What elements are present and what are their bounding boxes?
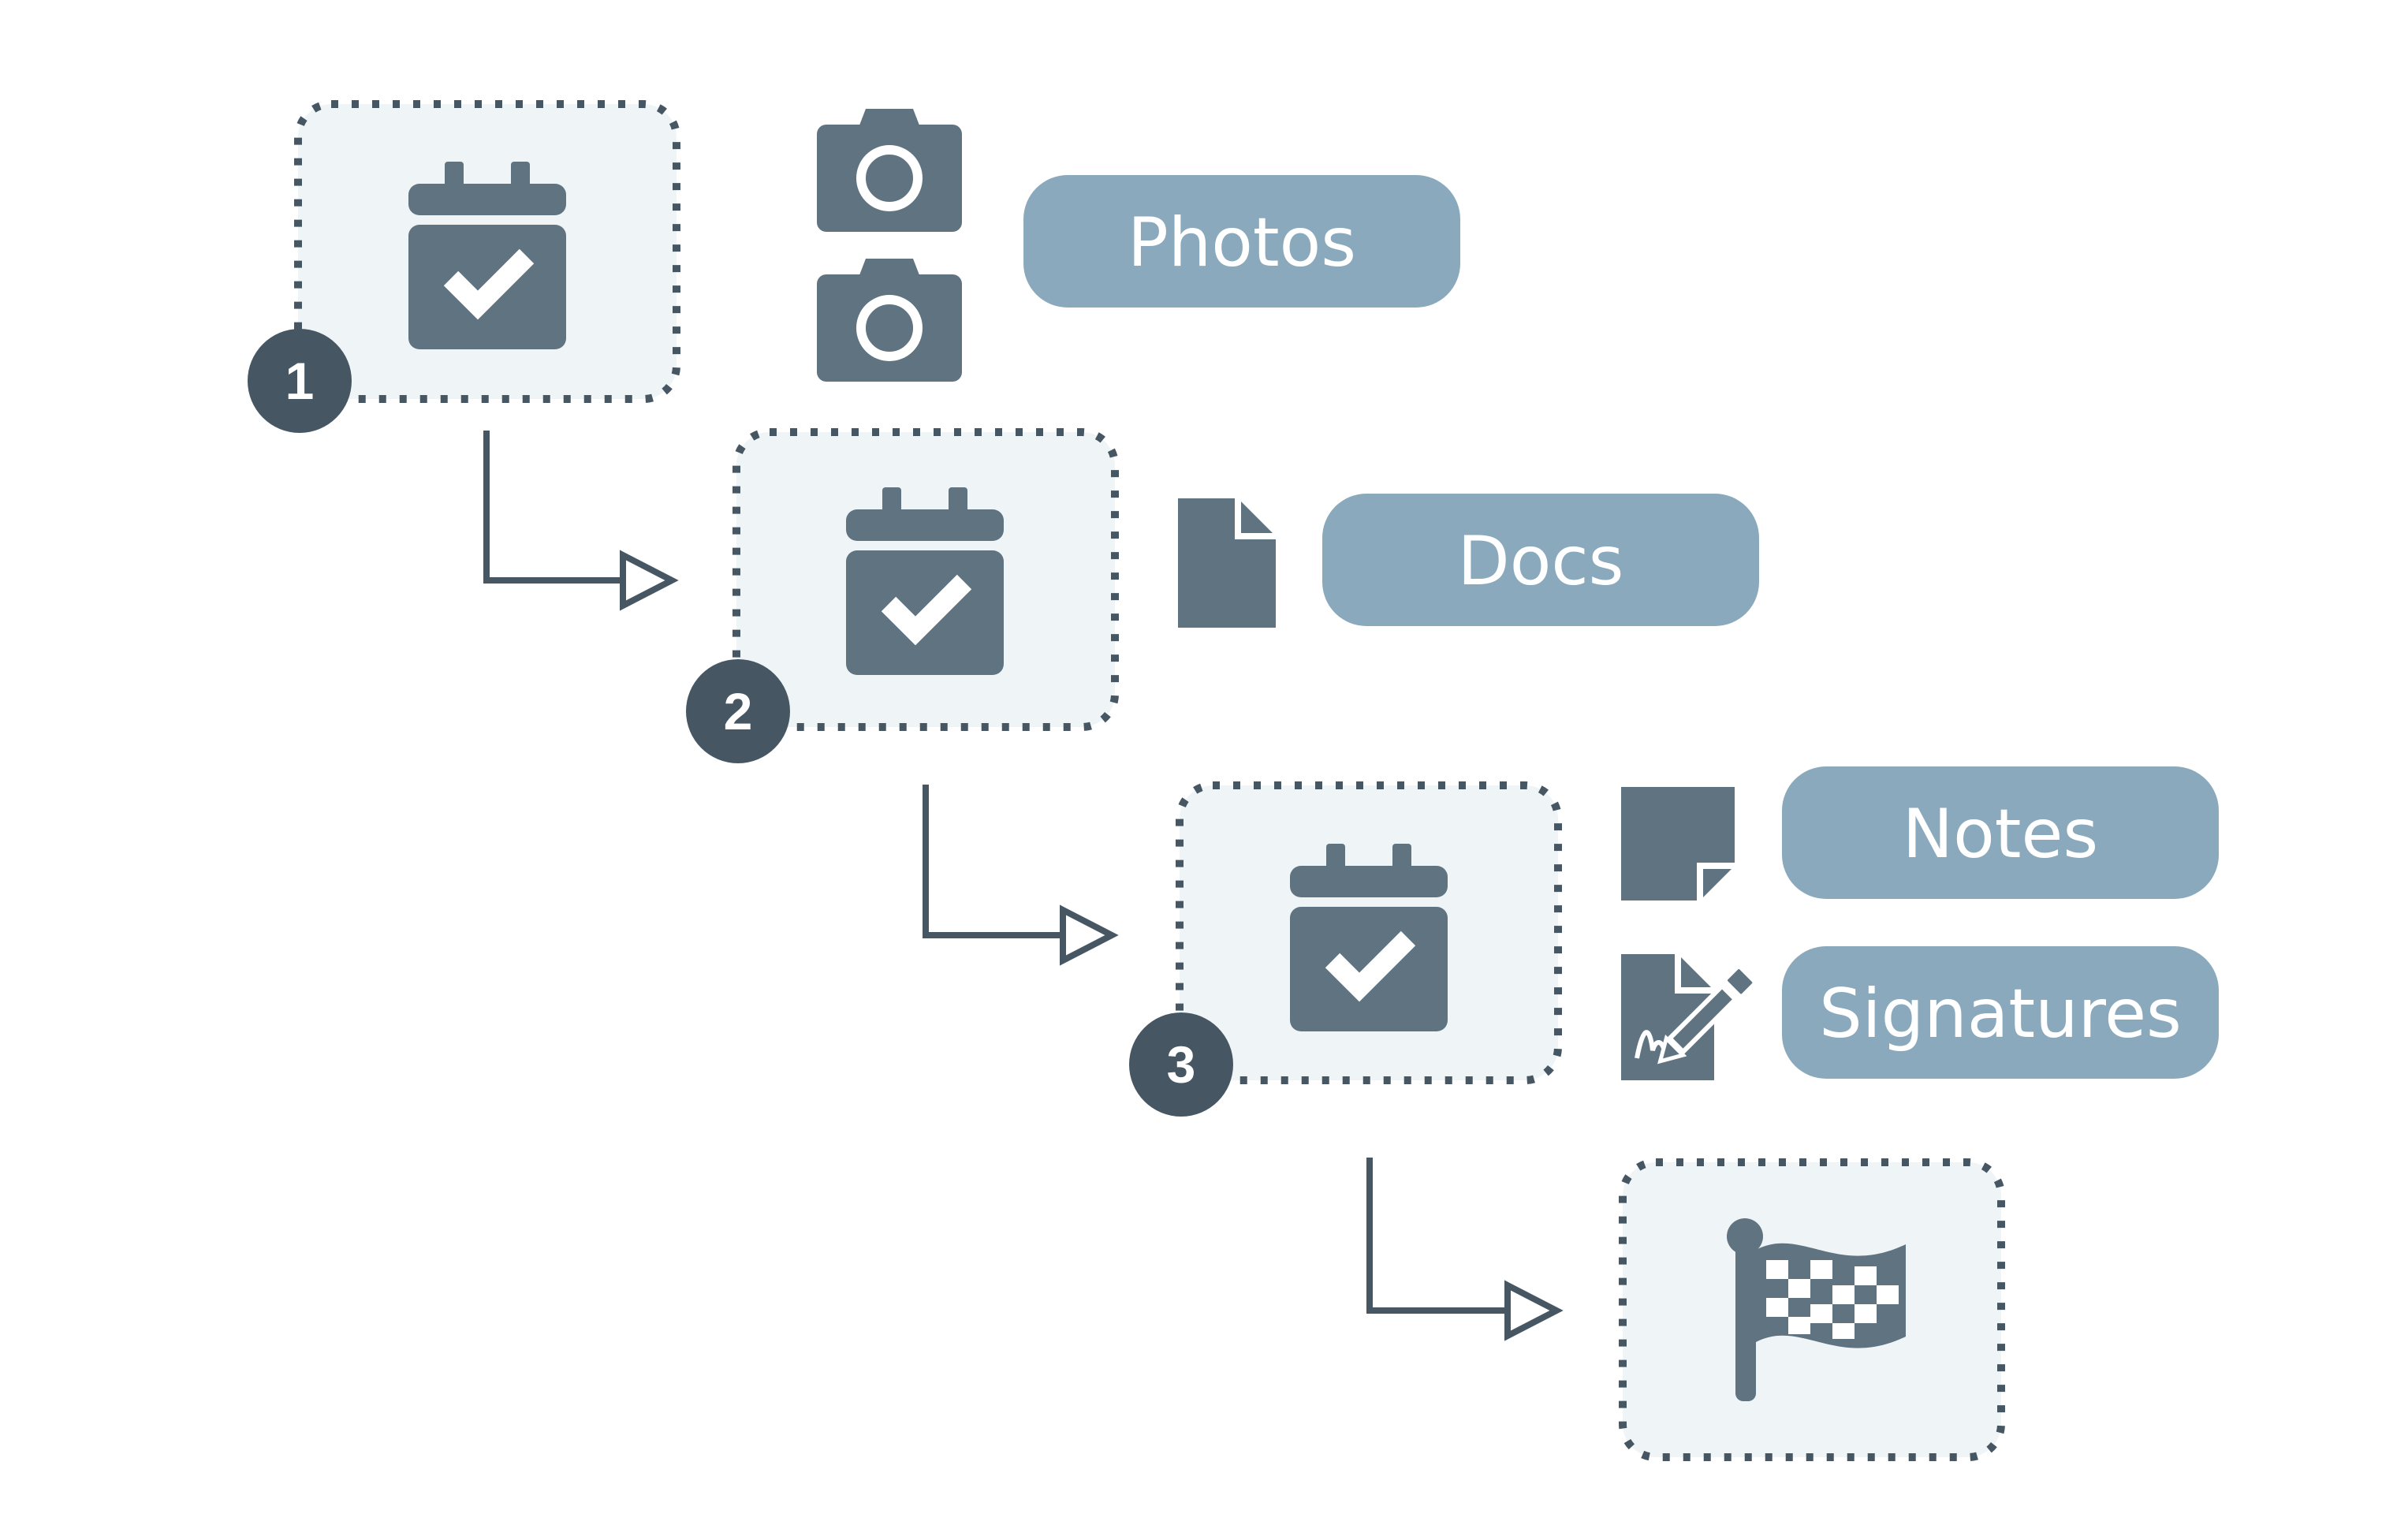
signatures-pill: Signatures	[1782, 946, 2219, 1079]
step-1-badge: 1	[248, 329, 352, 433]
calendar-check-icon	[846, 487, 1004, 675]
signed-document-icon	[1621, 954, 1757, 1080]
photos-label: Photos	[1128, 203, 1356, 282]
document-icon	[1178, 498, 1276, 628]
step-3-badge: 3	[1129, 1012, 1233, 1117]
signatures-label: Signatures	[1819, 975, 2182, 1053]
notes-pill: Notes	[1782, 766, 2219, 899]
photos-pill: Photos	[1023, 175, 1460, 308]
badge-number: 1	[285, 352, 315, 410]
sticky-note-icon	[1621, 787, 1735, 901]
camera-icon	[817, 109, 962, 232]
calendar-check-icon	[1290, 844, 1448, 1031]
step-2-badge: 2	[686, 659, 790, 763]
badge-number: 3	[1167, 1035, 1196, 1094]
notes-label: Notes	[1903, 795, 2098, 874]
step-3: 3	[1129, 781, 1562, 1117]
docs-pill: Docs	[1322, 494, 1759, 626]
step-1: 1	[248, 100, 680, 433]
checkered-flag-icon	[1727, 1218, 1906, 1401]
badge-number: 2	[724, 682, 753, 740]
connector-2-3	[923, 785, 1119, 966]
connector-1-2	[483, 431, 679, 611]
connector-3-finish	[1366, 1158, 1564, 1341]
docs-label: Docs	[1458, 522, 1624, 601]
step-2: 2	[686, 428, 1119, 763]
camera-icon	[817, 259, 962, 382]
finish-step	[1619, 1158, 2005, 1461]
calendar-check-icon	[408, 162, 566, 349]
